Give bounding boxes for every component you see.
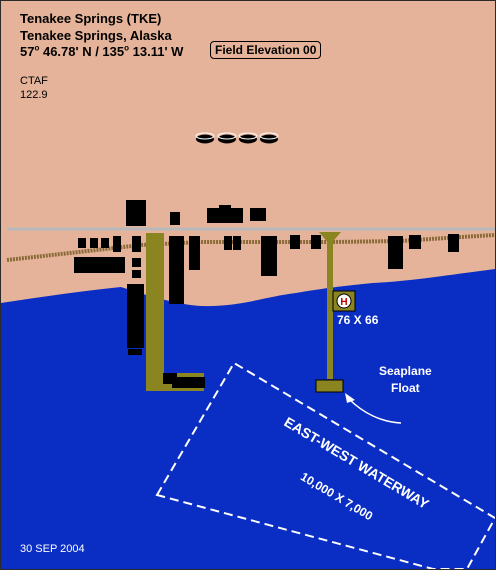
lat-lon-mid: 46.78' N / 135 [39, 44, 125, 59]
degree-mark: o [124, 43, 130, 53]
ctaf-label: CTAF [20, 75, 48, 87]
airport-name: Tenakee Springs (TKE) [20, 11, 162, 26]
field-elevation-badge: Field Elevation 00 [210, 41, 322, 59]
fuel-tanks [195, 132, 279, 144]
waterway-outline [155, 361, 495, 569]
airport-city: Tenakee Springs, Alaska [20, 28, 172, 43]
heliport-symbol: H [332, 290, 356, 312]
seaplane-float-label: Seaplane Float [379, 363, 432, 397]
seaplane-label-line2: Float [391, 381, 420, 395]
airport-coordinates: 57o 46.78' N / 135o 13.11' W [20, 44, 183, 59]
degree-mark: o [34, 43, 40, 53]
longitude-rest: 13.11' W [129, 44, 184, 59]
trail [6, 233, 495, 262]
ctaf-block: CTAF 122.9 [20, 74, 48, 102]
water-area [1, 269, 495, 569]
seaplane-pier [315, 232, 344, 393]
ctaf-frequency: 122.9 [20, 89, 48, 101]
seaplane-label-line1: Seaplane [379, 364, 432, 378]
chart-date: 30 SEP 2004 [20, 543, 85, 555]
heliport-dimensions: 76 X 66 [337, 313, 379, 327]
latitude-degrees: 57 [20, 44, 35, 59]
buildings-north [126, 200, 266, 226]
buildings-south [74, 234, 459, 388]
heliport-letter: H [340, 297, 347, 308]
seaplane-arrow [345, 393, 402, 424]
